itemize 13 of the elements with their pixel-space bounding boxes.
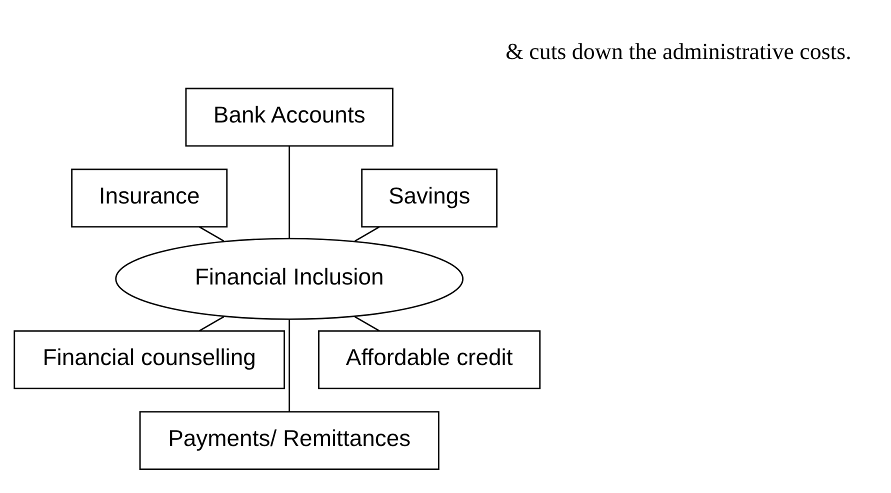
- node-ellipse: Financial Inclusion: [115, 237, 464, 320]
- node-box: Affordable credit: [318, 330, 541, 389]
- connector: [198, 226, 224, 242]
- connector: [354, 316, 380, 331]
- connector: [288, 319, 290, 411]
- node-box: Savings: [361, 168, 498, 227]
- label: & cuts down the administrative costs.: [506, 38, 852, 64]
- connector: [288, 146, 290, 238]
- node-box: Bank Accounts: [185, 87, 394, 146]
- connector: [198, 316, 224, 331]
- node-box: Insurance: [71, 168, 228, 227]
- node-box: Financial counselling: [14, 330, 286, 389]
- node-box: Payments/ Remittances: [139, 410, 440, 470]
